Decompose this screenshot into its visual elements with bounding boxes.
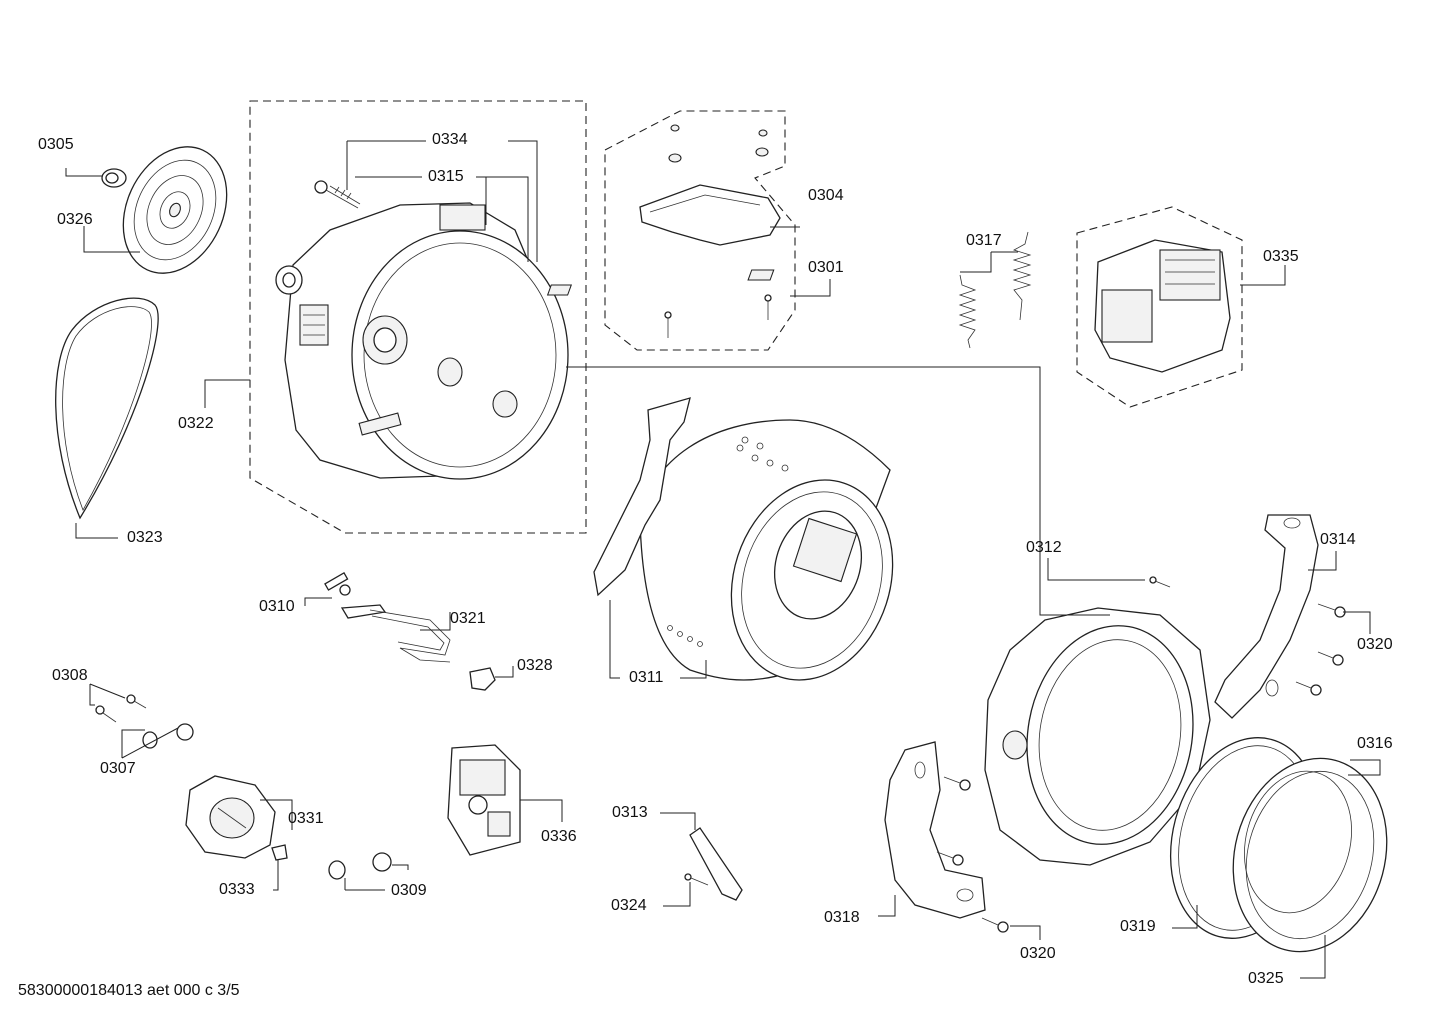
cover-plate-part — [546, 124, 781, 338]
label-0333: 0333 — [219, 881, 255, 898]
tub-screw-part — [314, 180, 361, 209]
label-0317: 0317 — [966, 232, 1002, 249]
pump-clip-part — [271, 844, 288, 861]
label-0323: 0323 — [127, 529, 163, 546]
leader-lines — [65, 140, 1381, 979]
label-0324: 0324 — [611, 897, 647, 914]
temperature-sensor-part — [324, 572, 351, 596]
label-0316: 0316 — [1357, 735, 1393, 752]
drive-belt-part — [55, 297, 159, 520]
label-0309: 0309 — [391, 882, 427, 899]
tub-rear-part — [275, 202, 569, 480]
label-0320-lower: 0320 — [1020, 945, 1056, 962]
drawing-id: 58300000184013 aet 000 c 3/5 — [18, 982, 240, 999]
label-0334: 0334 — [432, 131, 468, 148]
label-0305: 0305 — [38, 136, 74, 153]
feet-parts — [328, 852, 392, 880]
label-0301: 0301 — [808, 259, 844, 276]
label-0315: 0315 — [428, 168, 464, 185]
label-0308: 0308 — [52, 667, 88, 684]
label-0313: 0313 — [612, 804, 648, 821]
label-0314: 0314 — [1320, 531, 1356, 548]
heating-element-part — [340, 604, 451, 663]
bushing-part — [101, 168, 127, 188]
label-0325: 0325 — [1248, 970, 1284, 987]
label-0335: 0335 — [1263, 248, 1299, 265]
control-module-boundary — [1076, 206, 1243, 408]
screws-feet-parts — [95, 694, 194, 749]
label-0310: 0310 — [259, 598, 295, 615]
drain-pump-part — [185, 775, 276, 859]
power-module-part — [447, 744, 521, 856]
label-0307: 0307 — [100, 760, 136, 777]
clamping-ring-part — [1232, 757, 1388, 953]
tub-front-part — [984, 576, 1211, 866]
tension-springs-part — [958, 231, 1032, 349]
cover-assembly-boundary — [604, 110, 796, 351]
label-0326: 0326 — [57, 211, 93, 228]
tub-assembly-boundary — [249, 100, 587, 534]
label-0320-upper: 0320 — [1357, 636, 1393, 653]
heater-clip-part — [469, 667, 496, 691]
label-0322: 0322 — [178, 415, 214, 432]
drum-part — [593, 397, 894, 681]
label-0311: 0311 — [629, 669, 664, 686]
label-0328: 0328 — [517, 657, 553, 674]
label-0304: 0304 — [808, 187, 844, 204]
hinge-lever-part — [684, 827, 743, 901]
counterweight-bolts-parts — [936, 603, 1346, 933]
control-module-part — [1094, 239, 1231, 373]
label-0331: 0331 — [288, 810, 324, 827]
label-0321: 0321 — [450, 610, 486, 627]
pulley-part — [122, 146, 228, 274]
label-0318: 0318 — [824, 909, 860, 926]
label-0336: 0336 — [541, 828, 577, 845]
drum-lifter-holes — [667, 436, 789, 647]
upper-counterweight-part — [1214, 514, 1319, 719]
label-0319: 0319 — [1120, 918, 1156, 935]
label-0312: 0312 — [1026, 539, 1062, 556]
lower-counterweight-part — [884, 741, 986, 919]
